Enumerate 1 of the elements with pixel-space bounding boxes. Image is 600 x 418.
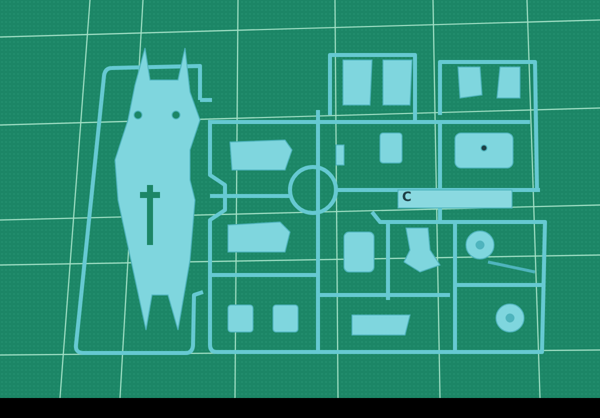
sprue-letter: C bbox=[402, 190, 412, 206]
